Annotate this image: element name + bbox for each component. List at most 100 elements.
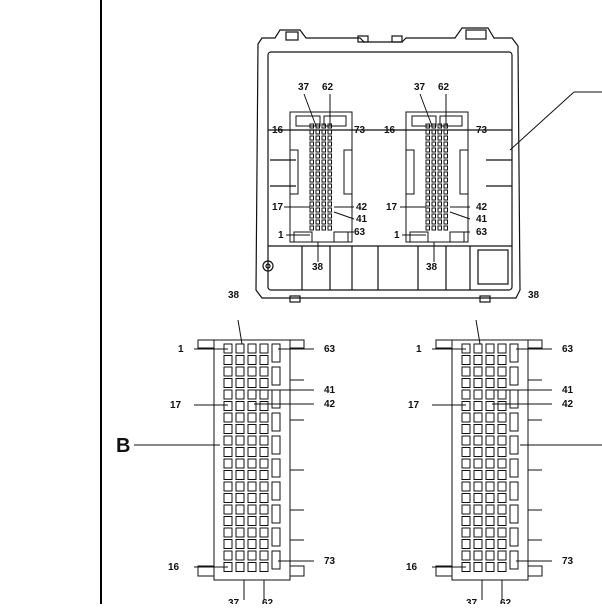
connector-pin xyxy=(497,470,507,480)
connector-pin xyxy=(485,539,495,549)
module-pin xyxy=(309,147,314,153)
connector-pin xyxy=(497,401,507,411)
module-pin xyxy=(425,147,430,153)
module-left-label-16: 16 xyxy=(272,125,284,136)
connector-pin xyxy=(497,493,507,503)
connector-left xyxy=(194,319,314,600)
connector-pin xyxy=(497,481,507,492)
connector-left-label-62: 62 xyxy=(262,598,274,604)
connector-body xyxy=(451,339,529,581)
connector-pin xyxy=(461,458,471,469)
connector-pin xyxy=(461,493,471,503)
connector-pin xyxy=(271,366,281,386)
socket-body xyxy=(289,111,353,243)
module-pin xyxy=(437,195,442,201)
connector-pin xyxy=(247,378,257,388)
connector-pin xyxy=(259,527,269,538)
connector-pin xyxy=(235,539,245,549)
label-leader xyxy=(303,93,317,127)
connector-pin xyxy=(473,470,483,480)
connector-pin xyxy=(235,527,245,538)
connector-pin xyxy=(235,412,245,423)
module-pin xyxy=(431,207,436,213)
connector-pin xyxy=(247,516,257,526)
module-pin xyxy=(443,177,448,183)
module-pin xyxy=(431,165,436,171)
module-pin xyxy=(327,183,332,189)
module-pin xyxy=(443,141,448,147)
connector-pin xyxy=(509,527,519,547)
mounting-screw-icon xyxy=(262,260,274,272)
connector-pin xyxy=(497,389,507,400)
connector-pin xyxy=(473,424,483,434)
module-pin xyxy=(437,147,442,153)
connector-pin xyxy=(247,493,257,503)
module-pin xyxy=(315,183,320,189)
connector-pin xyxy=(271,481,281,501)
module-pin xyxy=(437,129,442,135)
connector-pin xyxy=(473,355,483,365)
module-pin xyxy=(315,153,320,159)
module-pin xyxy=(327,189,332,195)
connector-pin xyxy=(223,527,233,538)
module-pin xyxy=(327,219,332,225)
module-pin xyxy=(309,153,314,159)
connector-pin xyxy=(247,412,257,423)
connector-right-label-62: 62 xyxy=(500,598,512,604)
connector-left-label-41: 41 xyxy=(324,385,336,396)
module-pin xyxy=(425,189,430,195)
module-pin xyxy=(443,159,448,165)
module-pin xyxy=(443,183,448,189)
connector-pin xyxy=(473,389,483,400)
module-pin xyxy=(315,141,320,147)
module-pin xyxy=(437,141,442,147)
module-pin xyxy=(315,159,320,165)
connector-pin xyxy=(223,481,233,492)
connector-pin xyxy=(235,389,245,400)
socket-body xyxy=(405,111,469,243)
module-pin xyxy=(309,201,314,207)
connector-pin xyxy=(247,355,257,365)
module-pin xyxy=(327,129,332,135)
module-pin xyxy=(431,147,436,153)
connector-right-label-37: 37 xyxy=(466,598,478,604)
connector-pin xyxy=(497,366,507,377)
module-pin xyxy=(327,171,332,177)
leader-line-module xyxy=(509,91,575,151)
connector-pin xyxy=(473,504,483,515)
connector-pin xyxy=(259,493,269,503)
connector-pin xyxy=(259,470,269,480)
module-pin xyxy=(315,189,320,195)
connector-pin xyxy=(485,516,495,526)
module-left-label-1: 1 xyxy=(278,230,284,241)
connector-pin xyxy=(235,401,245,411)
module-pin xyxy=(437,165,442,171)
connector-pin xyxy=(473,366,483,377)
socket-latch xyxy=(333,231,349,243)
connector-left-label-63: 63 xyxy=(324,344,336,355)
module-pin xyxy=(425,165,430,171)
module-pin xyxy=(321,123,326,129)
socket-guide xyxy=(289,149,299,195)
connector-pin xyxy=(485,458,495,469)
module-pin xyxy=(431,135,436,141)
module-sockets xyxy=(284,93,471,262)
module-left-label-37: 37 xyxy=(298,82,310,93)
connector-pin xyxy=(473,562,483,572)
connector-pin xyxy=(497,562,507,572)
module-pin xyxy=(431,177,436,183)
connector-pin xyxy=(473,447,483,457)
module-left-label-73: 73 xyxy=(354,125,366,136)
connector-pin xyxy=(461,447,471,457)
module-pin xyxy=(321,189,326,195)
module-socket-block xyxy=(400,93,471,262)
socket-guide xyxy=(459,149,469,195)
module-pin xyxy=(425,177,430,183)
connector-right xyxy=(432,319,552,600)
connector-pin xyxy=(223,447,233,457)
connector-pin xyxy=(485,412,495,423)
connector-pin xyxy=(461,378,471,388)
module-pin xyxy=(321,153,326,159)
connector-pin xyxy=(473,343,483,354)
